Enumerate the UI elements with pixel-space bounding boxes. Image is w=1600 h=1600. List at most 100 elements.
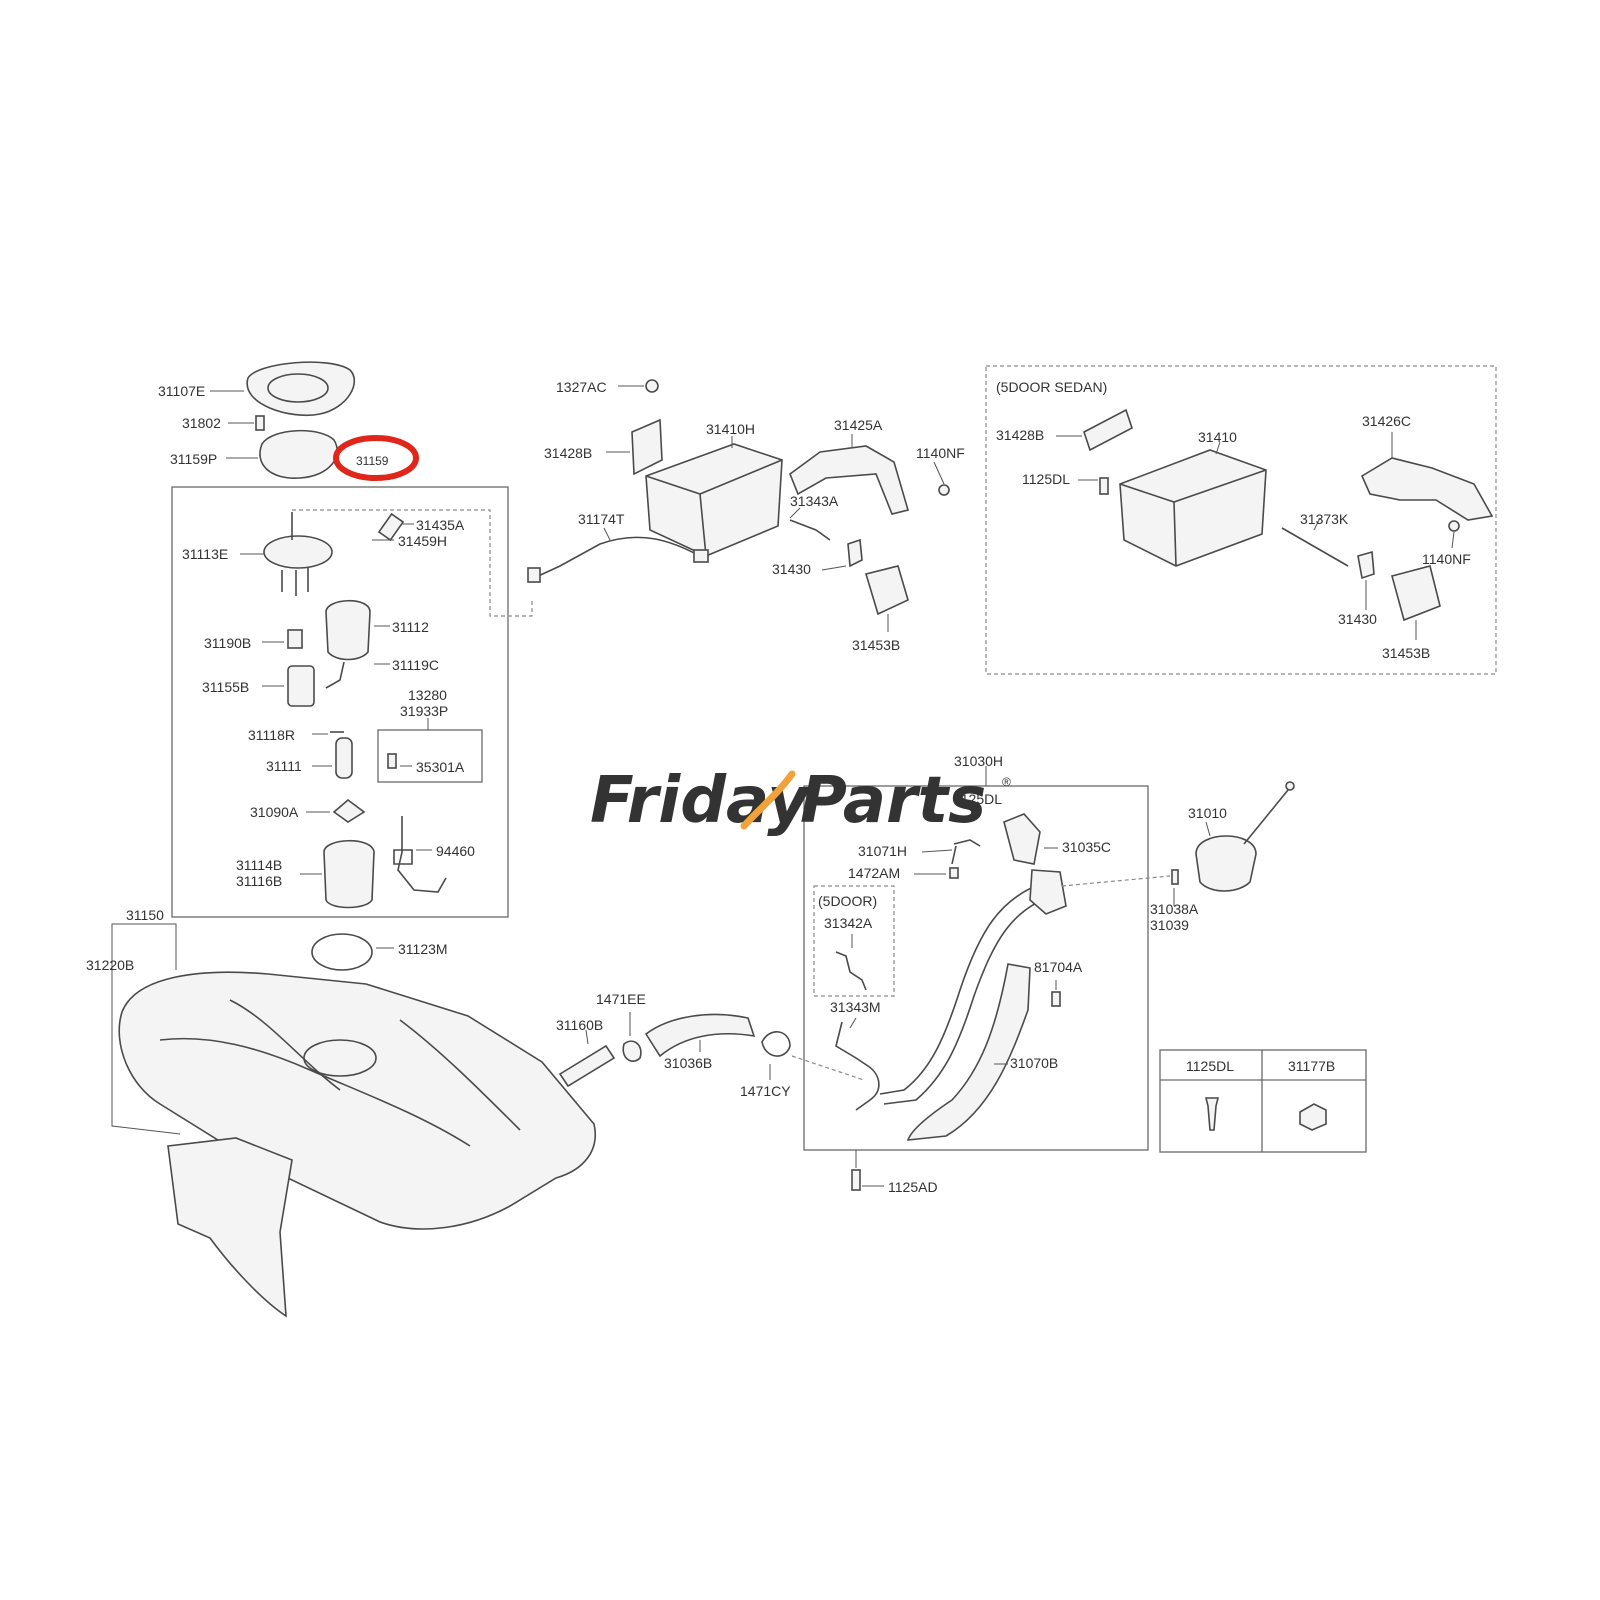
pump-flange-31113e bbox=[263, 535, 333, 569]
callout-label: 31150 bbox=[126, 907, 164, 923]
callout-label: 31453B bbox=[852, 637, 900, 653]
callout-label: 31373K bbox=[1300, 511, 1349, 527]
heat-shield-31220b bbox=[167, 1137, 293, 1318]
legend-header-31177b: 31177B bbox=[1288, 1058, 1335, 1074]
tank-cover-plate bbox=[246, 361, 356, 416]
sedan-bracket-31426c bbox=[1360, 457, 1494, 521]
filter-31453b bbox=[864, 565, 909, 616]
o-ring-31123m bbox=[311, 933, 373, 971]
callout-label: 31343M bbox=[830, 999, 881, 1015]
callout-label: 1471CY bbox=[740, 1083, 791, 1099]
bolt-1125ad bbox=[851, 1169, 861, 1191]
canister-31410h bbox=[645, 443, 783, 557]
callout-label: 1471EE bbox=[596, 991, 646, 1007]
part-31071h bbox=[951, 839, 981, 865]
fuel-filter-31112 bbox=[325, 600, 371, 661]
callout-label: 31174T bbox=[578, 511, 625, 527]
callout-label: 31430 bbox=[772, 561, 811, 577]
callout-label: 31159P bbox=[170, 451, 217, 467]
reservoir-31114b bbox=[323, 840, 375, 909]
callout-label: 1140NF bbox=[1422, 551, 1471, 567]
bracket-31035c bbox=[1003, 813, 1041, 865]
fivedoor-inset-frame bbox=[813, 885, 895, 997]
callout-label: 1327AC bbox=[556, 379, 607, 395]
hose-connector-left bbox=[527, 567, 541, 583]
nut-1327ac bbox=[645, 379, 659, 393]
bolt-1140nf bbox=[938, 484, 950, 496]
legend-table: 1125DL 31177B bbox=[1159, 1049, 1367, 1153]
callout-labels: 31107E 31802 31159P 31113E 31435A 31459H… bbox=[86, 379, 1471, 1195]
sedan-bolt-1125dl bbox=[1099, 477, 1109, 495]
callout-label: 1472AM bbox=[848, 865, 900, 881]
clamp-1471ee bbox=[622, 1040, 642, 1062]
fuel-pump-31111 bbox=[335, 737, 353, 779]
callout-label: 94460 bbox=[436, 843, 475, 859]
sedan-inset-label: (5DOOR SEDAN) bbox=[996, 379, 1107, 395]
callout-label: 31435A bbox=[416, 517, 465, 533]
hose-31343m bbox=[835, 1021, 880, 1111]
watermark: Friday Parts ® bbox=[590, 764, 1011, 838]
part-31190b bbox=[287, 629, 303, 649]
hose-31036b bbox=[644, 1013, 756, 1058]
callout-label: 31119C bbox=[392, 657, 439, 673]
callout-label: 31410H bbox=[706, 421, 755, 437]
callout-label: 1125AD bbox=[888, 1179, 938, 1195]
screw-31038a bbox=[1171, 869, 1179, 885]
callout-label: 81704A bbox=[1034, 959, 1083, 975]
fuel-cap-31010 bbox=[1195, 835, 1257, 892]
callout-label: 31410 bbox=[1198, 429, 1237, 445]
sedan-tube-31373k bbox=[1281, 527, 1349, 567]
callout-label: 31114B bbox=[236, 857, 282, 873]
callout-label: 31113E bbox=[182, 546, 228, 562]
callout-label: 31343A bbox=[790, 493, 839, 509]
filler-neck-group: (5DOOR) bbox=[803, 766, 1149, 1191]
clip-1472am bbox=[949, 867, 959, 879]
callout-label: 31123M bbox=[398, 941, 448, 957]
callout-label: 31453B bbox=[1382, 645, 1430, 661]
gasket-31090a bbox=[332, 798, 366, 823]
callout-label: 31342A bbox=[824, 915, 873, 931]
bracket-31428b bbox=[631, 418, 663, 476]
sensor-35301a bbox=[387, 753, 397, 769]
filler-neck-frame bbox=[803, 785, 1149, 1151]
fuel-pump-group bbox=[171, 361, 533, 918]
cover-plate-31159p bbox=[259, 429, 338, 479]
clip-81704a bbox=[1051, 991, 1061, 1007]
callout-label: 31107E bbox=[158, 383, 205, 399]
highlight-ellipse bbox=[333, 435, 419, 481]
part-31342a bbox=[835, 951, 867, 991]
callout-label: 31118R bbox=[248, 727, 295, 743]
bracket-31425a bbox=[789, 445, 910, 515]
callout-label: 31010 bbox=[1188, 805, 1227, 821]
highlight-group: 31159 bbox=[333, 435, 419, 481]
callout-label: 31070B bbox=[1010, 1055, 1058, 1071]
fuel-tank-31150 bbox=[118, 971, 596, 1230]
callout-label: 31190B bbox=[204, 635, 251, 651]
valve-31430 bbox=[847, 538, 863, 568]
callout-label: 31036B bbox=[664, 1055, 712, 1071]
hose-31174t bbox=[533, 536, 701, 579]
hose-connector-right bbox=[693, 549, 709, 563]
callout-label: 31459H bbox=[398, 533, 447, 549]
filler-neck-pipe bbox=[879, 883, 1041, 1095]
sedan-bracket-31428b bbox=[1083, 408, 1133, 452]
screw-31802 bbox=[255, 415, 265, 431]
callout-label: 31933P bbox=[400, 703, 448, 719]
callout-label: 31426C bbox=[1362, 413, 1411, 429]
legend-bolt-icon bbox=[1204, 1097, 1220, 1131]
sedan-valve-31430 bbox=[1357, 550, 1375, 580]
callout-label: 31430 bbox=[1338, 611, 1377, 627]
sedan-inset-group: (5DOOR SEDAN) bbox=[985, 365, 1497, 675]
fuel-tank-group bbox=[111, 923, 596, 1318]
callout-label: 31038A bbox=[1150, 901, 1199, 917]
callout-label: 31030H bbox=[954, 753, 1003, 769]
callout-label: 1125DL bbox=[1022, 471, 1070, 487]
callout-label: 1140NF bbox=[916, 445, 965, 461]
callout-label: 31035C bbox=[1062, 839, 1111, 855]
callout-label: 31112 bbox=[392, 619, 429, 635]
hose-31343a bbox=[789, 519, 831, 541]
filler-neck-head bbox=[1029, 869, 1067, 915]
hose-group bbox=[558, 1012, 865, 1088]
strainer-31155b bbox=[287, 665, 315, 707]
